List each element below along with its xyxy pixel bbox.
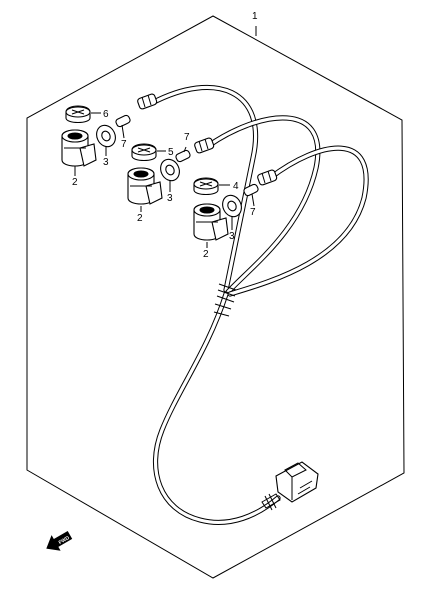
callout-assembly: 1: [252, 11, 258, 22]
direction-arrow-icon: FWD: [46, 531, 73, 551]
callout-plug-b: 7: [184, 132, 190, 143]
cable-end-connector-b: [194, 137, 215, 154]
plug-c: [243, 183, 259, 197]
callout-grommet-b: 3: [167, 193, 173, 204]
callout-cap-4: 4: [233, 181, 239, 192]
cable-end-connector-c: [257, 169, 278, 186]
callout-socket-b: 2: [137, 213, 143, 224]
callout-plug-c: 7: [250, 207, 256, 218]
direction-label: FWD: [58, 535, 71, 546]
leader-lines: [74, 26, 257, 248]
cable-harness: [149, 84, 369, 526]
cap-4: [193, 177, 219, 196]
plug-b: [175, 149, 191, 163]
cable-end-connector-a: [137, 93, 158, 110]
callout-plug-a: 7: [121, 139, 127, 150]
cap-6: [65, 105, 91, 124]
grommet-b: [160, 158, 180, 182]
socket-a: [61, 129, 97, 167]
callout-cap-5: 5: [168, 147, 174, 158]
callout-grommet-c: 3: [229, 231, 235, 242]
callout-socket-a: 2: [72, 177, 78, 188]
callout-grommet-a: 3: [103, 157, 109, 168]
callout-socket-c: 2: [203, 249, 209, 260]
grommet-c: [222, 194, 242, 218]
socket-b: [127, 167, 163, 205]
cap-5: [131, 143, 157, 162]
grommet-a: [96, 124, 116, 148]
callout-cap-6: 6: [103, 109, 109, 120]
socket-c: [193, 203, 229, 241]
assembly-boundary: [26, 15, 405, 579]
plug-a: [115, 114, 131, 128]
main-harness-connector: [261, 461, 319, 511]
